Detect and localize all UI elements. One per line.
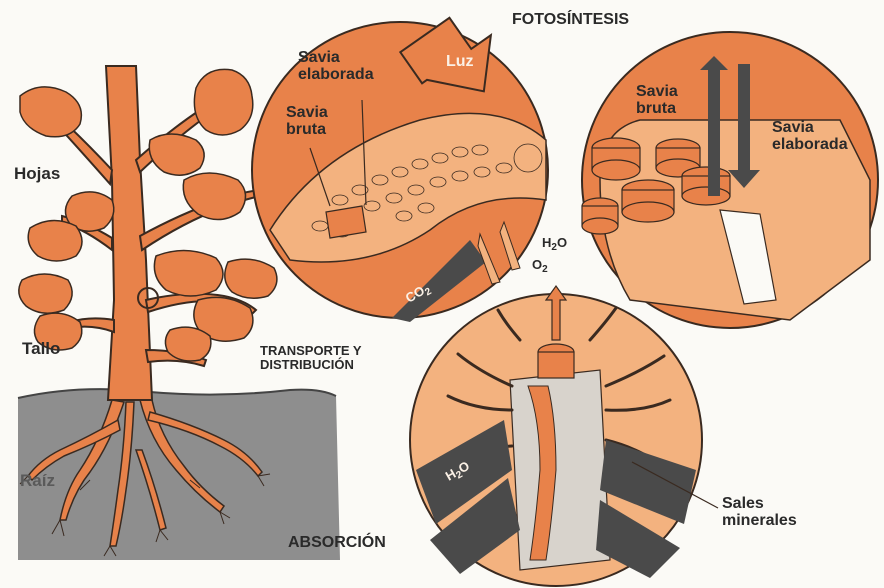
root-zoom-circle — [410, 286, 718, 586]
leaf-o2-sub: 2 — [542, 264, 548, 275]
leaf-savia-bruta-line1: Savia — [286, 105, 328, 122]
title-transporte-line2: DISTRIBUCIÓN — [260, 358, 362, 372]
leaf-h2o-end: O — [557, 235, 567, 250]
leaf-savia-elaborada: Savia elaborada — [298, 50, 374, 84]
leaf-o2-base: O — [532, 257, 542, 272]
root-sales-minerales: Sales minerales — [722, 496, 797, 530]
leaf-savia-bruta-line2: bruta — [286, 122, 328, 139]
stem-savia-elaborada-line2: elaborada — [772, 137, 848, 154]
title-fotosintesis: FOTOSÍNTESIS — [512, 12, 629, 29]
leaf-h2o-base: H — [542, 235, 551, 250]
leaf-o2: O2 — [532, 258, 548, 276]
title-transporte: TRANSPORTE Y DISTRIBUCIÓN — [260, 344, 362, 371]
root-sales-line1: Sales — [722, 496, 797, 513]
leaf-savia-elaborada-line1: Savia — [298, 50, 374, 67]
stem-savia-bruta-line2: bruta — [636, 101, 678, 118]
leaf-h2o: H2O — [542, 236, 567, 254]
title-transporte-line1: TRANSPORTE Y — [260, 344, 362, 358]
leaf-luz: Luz — [446, 54, 474, 71]
label-raiz: Raíz — [20, 472, 55, 490]
label-hojas: Hojas — [14, 165, 60, 183]
title-absorcion: ABSORCIÓN — [288, 535, 386, 552]
stem-zoom-circle — [582, 32, 878, 328]
leaf-zoom-circle — [252, 4, 548, 322]
leaf-savia-bruta: Savia bruta — [286, 105, 328, 139]
stem-savia-bruta: Savia bruta — [636, 84, 678, 118]
stem-savia-elaborada-line1: Savia — [772, 120, 848, 137]
leaf-savia-elaborada-line2: elaborada — [298, 67, 374, 84]
stem-savia-bruta-line1: Savia — [636, 84, 678, 101]
stem-savia-elaborada: Savia elaborada — [772, 120, 848, 154]
root-sales-line2: minerales — [722, 513, 797, 530]
label-tallo: Tallo — [22, 340, 60, 358]
